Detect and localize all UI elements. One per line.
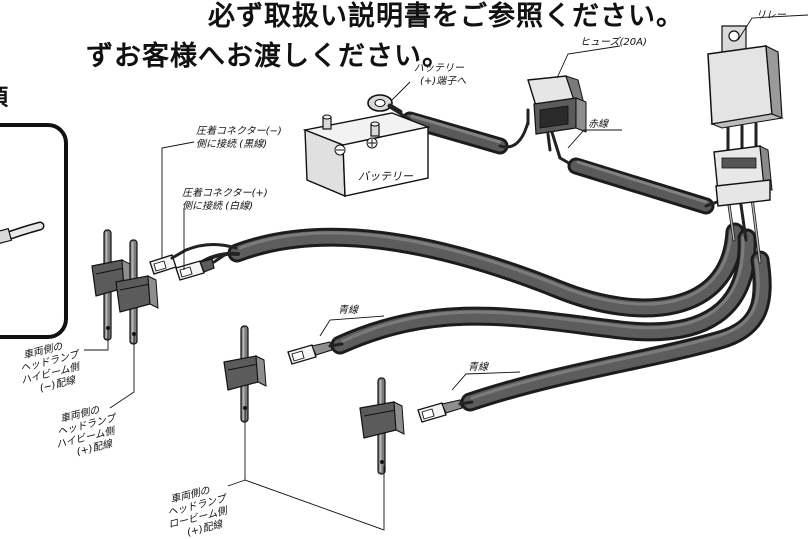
ring-terminal-icon xyxy=(367,94,403,115)
svg-text:圧着コネクター(+): 圧着コネクター(+) xyxy=(182,187,268,199)
battery-icon xyxy=(302,112,431,198)
spade-terminal-blue-2 xyxy=(417,399,474,423)
header-line-2: ずお客様へお渡しください。 xyxy=(86,41,450,72)
relay-icon xyxy=(707,25,784,152)
relay-wire-bundle xyxy=(726,196,762,264)
label-hi-pos: 車両側の ヘッドランプ ハイビーム側 (+)配線 xyxy=(55,404,119,459)
harness-cable-middle xyxy=(330,228,757,355)
svg-text:リレー: リレー xyxy=(756,10,787,21)
svg-text:赤線: 赤線 xyxy=(588,118,609,130)
harness-cable-main xyxy=(227,222,745,318)
red-wire-tube xyxy=(548,124,730,215)
label-red-wire: 赤線 xyxy=(588,118,609,130)
label-neg-connector: 圧着コネクター(−) 側に接続 (黒線) xyxy=(196,125,282,150)
header-fragment: 項 xyxy=(0,80,9,112)
label-battery-terminal: バッテリー (+)端子へ xyxy=(414,62,466,87)
svg-text:圧着コネクター(−): 圧着コネクター(−) xyxy=(196,125,282,137)
inset-frame xyxy=(0,123,68,339)
svg-text:青線: 青線 xyxy=(338,304,359,316)
svg-text:青線: 青線 xyxy=(468,361,489,373)
label-lo-pos: 車両側の ヘッドランプ ロービーム側 (+)配線 xyxy=(166,484,230,539)
label-blue-wire-2: 青線 xyxy=(468,361,489,373)
label-relay: リレー xyxy=(756,10,787,21)
fuse-holder-icon xyxy=(526,75,587,152)
svg-text:ヒューズ(20A): ヒューズ(20A) xyxy=(580,36,647,48)
harness-cable-lower xyxy=(460,250,772,412)
label-fuse: ヒューズ(20A) xyxy=(580,36,647,48)
label-hi-neg: 車両側の ヘッドランプ ハイビーム側 (−)配線 xyxy=(19,340,83,395)
svg-text:側に接続 (白線): 側に接続 (白線) xyxy=(182,200,253,212)
svg-text:側に接続 (黒線): 側に接続 (黒線) xyxy=(196,138,267,150)
header-line-1: 必ず取扱い説明書をご参照ください。 xyxy=(208,1,684,32)
label-pos-connector: 圧着コネクター(+) 側に接続 (白線) xyxy=(182,187,268,212)
battery-lead-tube xyxy=(390,106,530,155)
svg-text:(+)端子へ: (+)端子へ xyxy=(420,75,466,87)
spade-terminal-blue-1 xyxy=(287,341,344,365)
tap-connector-lo-2 xyxy=(359,377,405,475)
svg-text:バッテリー: バッテリー xyxy=(358,170,414,183)
svg-text:バッテリー: バッテリー xyxy=(414,62,465,74)
tap-connector-hi-pos xyxy=(115,239,159,345)
spade-terminal-icon xyxy=(149,243,240,281)
tap-connector-lo-1 xyxy=(223,325,267,423)
leader-lines xyxy=(84,14,808,531)
label-blue-wire-1: 青線 xyxy=(338,304,359,316)
label-battery: バッテリー xyxy=(358,170,414,183)
relay-connector-icon xyxy=(713,145,773,207)
